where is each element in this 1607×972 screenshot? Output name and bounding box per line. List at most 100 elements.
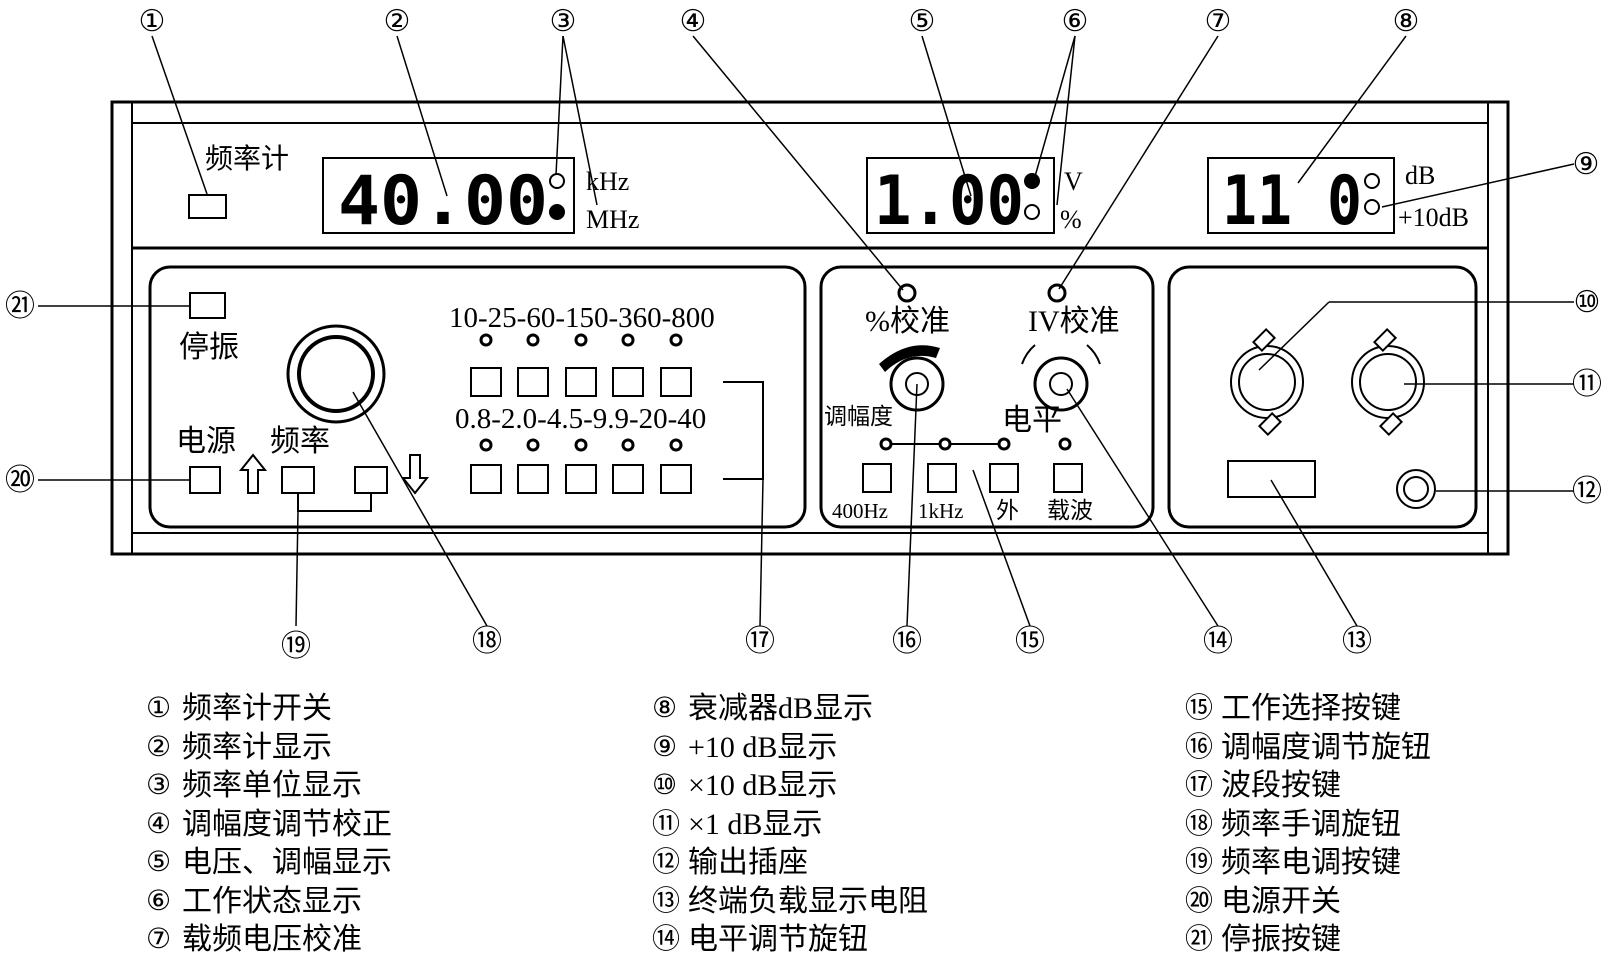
mode-label-carrier: 载波 [1047, 498, 1093, 523]
leader-14 [1066, 388, 1219, 627]
band-button-r1-1[interactable] [470, 367, 502, 397]
callout-20: ⑳ [5, 464, 35, 497]
level-knob[interactable] [1033, 356, 1089, 412]
band-led-r2-1 [479, 438, 493, 452]
iv-cal-point[interactable] [1047, 283, 1067, 303]
band-button-r2-3[interactable] [565, 464, 597, 494]
frequency-counter-switch[interactable] [188, 194, 227, 219]
load-indicator-resistor [1227, 460, 1316, 498]
band-button-r1-5[interactable] [660, 367, 692, 397]
legend-text: 频率计显示 [182, 730, 332, 764]
legend-text: 工作选择按键 [1221, 692, 1401, 725]
am-depth-arc-icon [879, 345, 940, 372]
x1db-indicator-inner [1359, 353, 1417, 411]
v-unit-label: V [1064, 167, 1083, 196]
khz-unit-label: kHz [586, 167, 629, 196]
stop-oscillation-label: 停振 [179, 331, 239, 364]
callout-9: ⑨ [1573, 148, 1600, 181]
band-led-r1-5 [669, 333, 683, 347]
callout-21: ㉑ [5, 290, 35, 323]
right-side-rail [1487, 101, 1509, 555]
band-led-r2-4 [621, 438, 635, 452]
arrow-up-icon [238, 453, 268, 494]
mode-button-carrier[interactable] [1053, 463, 1083, 493]
band-led-r2-3 [574, 438, 588, 452]
callout-8: ⑧ [1393, 5, 1420, 38]
band-button-r1-2[interactable] [517, 367, 549, 397]
legend-number: ⑰ [1185, 770, 1214, 801]
callout-13: ⑬ [1342, 625, 1372, 658]
percent-cal-point[interactable] [897, 283, 917, 303]
callout-12: ⑫ [1572, 475, 1602, 508]
am-depth-label: 调幅度 [824, 404, 893, 429]
legend-number: ⑯ [1185, 731, 1214, 763]
leader-6b [1056, 35, 1076, 206]
legend-text: 频率单位显示 [182, 769, 362, 802]
leader-3b [562, 35, 598, 206]
frequency-knob-outer[interactable] [286, 324, 386, 424]
mode-button-1khz[interactable] [927, 463, 957, 493]
mode-label-1khz: 1kHz [918, 499, 964, 523]
stop-oscillation-button[interactable] [189, 292, 226, 319]
left-side-rail [111, 101, 133, 555]
band-led-r2-5 [669, 438, 683, 452]
leader-15 [972, 469, 1031, 627]
leader-1 [151, 35, 208, 195]
callout-14: ⑭ [1203, 625, 1233, 658]
legend-item: ⑩×10 dB显示 [652, 767, 1092, 806]
band-led-r1-1 [479, 333, 493, 347]
frequency-down-button[interactable] [354, 466, 388, 494]
legend-text: 载频电压校准 [182, 923, 362, 956]
power-button[interactable] [189, 466, 221, 494]
v-indicator-led [1024, 173, 1040, 189]
legend-number: ⑬ [652, 885, 681, 917]
legend-text: 停振按键 [1221, 923, 1341, 956]
arrow-down-icon [400, 454, 430, 495]
band-button-r2-5[interactable] [660, 464, 692, 494]
leader-16 [906, 383, 918, 627]
legend-text: 调幅度调节校正 [182, 807, 392, 841]
db-unit-label: dB [1405, 161, 1435, 190]
mode-button-400hz[interactable] [862, 463, 892, 493]
level-arc-right [1086, 344, 1101, 365]
callout-11: ⑪ [1572, 368, 1602, 401]
mhz-indicator-led [549, 204, 565, 220]
frequency-up-button[interactable] [281, 466, 315, 494]
leader-6a [1033, 35, 1076, 181]
frequency-section-box [148, 265, 807, 529]
level-arc-left [1021, 344, 1036, 365]
band-button-r2-1[interactable] [470, 464, 502, 494]
voltage-display [866, 157, 1055, 234]
band-range-row1: 10-25-60-150-360-800 [449, 302, 715, 334]
mode-button-external[interactable] [989, 463, 1019, 493]
band-button-r2-4[interactable] [612, 464, 644, 494]
band-button-r2-2[interactable] [517, 464, 549, 494]
legend-text: ×1 dB显示 [688, 807, 823, 841]
mode-led-400hz [879, 437, 893, 451]
band-range-row2: 0.8-2.0-4.5-9.9-20-40 [455, 403, 706, 435]
legend-number: ② [146, 731, 172, 763]
callout-19: ⑲ [281, 630, 311, 663]
leader-13 [1270, 479, 1358, 627]
attenuator-display [1207, 157, 1395, 234]
output-socket[interactable] [1396, 469, 1436, 509]
x1db-indicator-ring [1351, 345, 1425, 419]
legend-number: ① [146, 693, 172, 724]
callout-1: ① [139, 5, 166, 38]
attenuator-readout: 11 0 [1222, 162, 1362, 241]
callout-15: ⑮ [1015, 625, 1045, 658]
am-depth-knob[interactable] [889, 356, 945, 412]
band-button-r1-4[interactable] [612, 367, 644, 397]
legend-text: +10 dB显示 [688, 730, 838, 764]
band-button-r1-3[interactable] [565, 367, 597, 397]
iv-cal-label: IV校准 [1028, 305, 1120, 338]
